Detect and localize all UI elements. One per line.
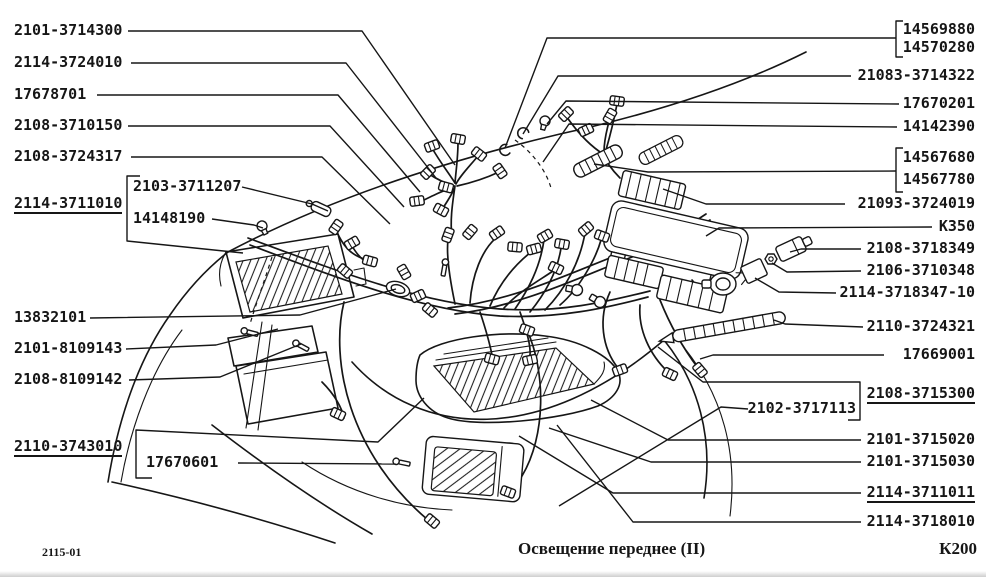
left-headlight [219, 233, 367, 319]
leader-l11 [128, 343, 302, 381]
part-label-r17: 2101-3715020 [866, 430, 975, 448]
leader-r13 [773, 319, 864, 328]
leader-r11 [771, 262, 862, 273]
ribbed-strap [657, 311, 786, 344]
leader-l13 [237, 462, 397, 465]
leader-r4 [546, 100, 900, 125]
lamp-socket-flange [735, 258, 768, 286]
part-label-r1: 14569880 [902, 20, 975, 38]
leader-r17 [590, 399, 861, 441]
bkt-14569880-group [895, 20, 903, 58]
left-fog-lamp-bracket [227, 325, 347, 425]
leader-l8 [211, 218, 264, 229]
part-label-r16: 2102-3717113 [747, 399, 856, 417]
callout-leader-lines [89, 20, 933, 523]
leader-l4 [128, 125, 405, 208]
clip-icon [497, 142, 511, 158]
part-label-r9: К350 [938, 217, 975, 235]
cylinder-bulb-holder [775, 236, 813, 262]
side-repeater-lamp [385, 280, 411, 298]
bkt-14567680-group [895, 147, 903, 193]
leader-r10 [789, 248, 861, 253]
part-label-l6: 2103-3711207 [133, 177, 242, 195]
part-label-r13: 2110-3724321 [866, 317, 975, 335]
part-label-l9: 13832101 [14, 308, 87, 326]
scan-edge-artifact [0, 571, 986, 577]
part-label-r8: 21093-3724019 [857, 194, 975, 212]
bkt-2103-group [126, 175, 244, 254]
part-label-r15: 2108-3715300 [866, 384, 975, 404]
bracket-bolt-icon [290, 338, 311, 354]
part-label-l5: 2108-3724317 [14, 147, 123, 165]
part-label-r3: 21083-3714322 [857, 66, 975, 84]
part-label-r12: 2114-3718347-10 [839, 283, 975, 301]
part-label-r2: 14570280 [902, 38, 975, 56]
fog-lamp [421, 435, 525, 503]
bkt-3715300-group [657, 346, 861, 421]
center-headlight [415, 333, 621, 424]
part-label-l2: 2114-3724010 [14, 53, 123, 71]
part-label-r19: 2114-3711011 [866, 483, 975, 503]
part-label-r4: 17670201 [902, 94, 975, 112]
bkt-3743010-group [135, 397, 425, 479]
leader-r5 [542, 123, 898, 163]
leader-l5 [131, 156, 391, 225]
part-label-l11: 2108-8109142 [14, 370, 123, 388]
part-label-l7: 2114-3711010 [14, 194, 123, 214]
leader-l1 [128, 30, 456, 166]
leader-r9 [705, 226, 933, 237]
leader-r19 [518, 435, 861, 494]
leader-r16 [558, 406, 749, 507]
part-label-l4: 2108-3710150 [14, 116, 123, 134]
part-label-l13: 17670601 [146, 453, 219, 471]
part-label-r6: 14567680 [902, 148, 975, 166]
part-label-l10: 2101-8109143 [14, 339, 123, 357]
page-code: К200 [939, 539, 977, 558]
bulb-icon [537, 114, 552, 132]
bkt-14567680-leader [593, 163, 897, 173]
ribbed-connector-icon [636, 133, 686, 167]
part-label-r11: 2106-3710348 [866, 261, 975, 279]
part-label-r20: 2114-3718010 [866, 512, 975, 530]
fuse-box-connector-top [617, 170, 687, 210]
part-label-r14: 17669001 [902, 345, 975, 363]
part-label-r10: 2108-3718349 [866, 239, 975, 257]
part-label-r18: 2101-3715030 [866, 452, 975, 470]
leader-l6 [241, 186, 329, 212]
part-label-r5: 14142390 [902, 117, 975, 135]
leader-l2 [131, 62, 437, 179]
diagram-title: Освещение переднее (II) [518, 539, 706, 558]
leader-r8 [662, 188, 845, 205]
leader-r3 [522, 75, 851, 135]
leader-r20 [556, 424, 861, 523]
leader-l9 [89, 288, 397, 319]
fog-lamp-screw-icon [391, 456, 412, 469]
part-label-l1: 2101-3714300 [14, 21, 123, 39]
leader-l3 [97, 94, 421, 193]
part-label-r7: 14567780 [902, 170, 975, 188]
bkt-14569880-leader [504, 37, 896, 149]
leader-r14 [699, 354, 884, 360]
leader-r18 [548, 427, 861, 463]
leader-r12 [754, 277, 837, 294]
part-label-l3: 17678701 [14, 85, 87, 103]
leader-l10 [125, 328, 279, 350]
part-label-l12: 2110-3743010 [14, 437, 123, 457]
mount-nut [764, 253, 778, 265]
part-label-l8: 14148190 [133, 209, 206, 227]
round-connector [701, 272, 737, 296]
sheet-code: 2115-01 [42, 545, 82, 559]
